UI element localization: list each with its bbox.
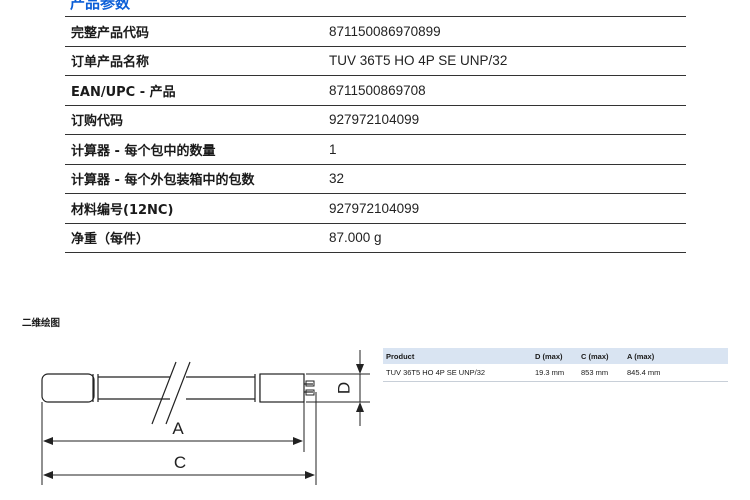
table-row: 完整产品代码 871150086970899 <box>65 17 686 47</box>
cell-a-max: 845.4 mm <box>624 364 728 382</box>
param-label: EAN/UPC - 产品 <box>65 75 323 106</box>
cell-c-max: 853 mm <box>578 364 624 382</box>
section-title: 产品参数 <box>70 0 131 12</box>
column-header-product: Product <box>383 348 532 364</box>
param-value: 871150086970899 <box>323 17 686 47</box>
cell-d-max: 19.3 mm <box>532 364 578 382</box>
param-label: 订购代码 <box>65 105 323 135</box>
column-header-a-max: A (max) <box>624 348 728 364</box>
param-label: 订单产品名称 <box>65 46 323 76</box>
param-label: 计算器 - 每个包中的数量 <box>65 134 323 165</box>
param-value: 927972104099 <box>323 105 686 135</box>
table-row: TUV 36T5 HO 4P SE UNP/32 19.3 mm 853 mm … <box>383 364 728 382</box>
cell-product: TUV 36T5 HO 4P SE UNP/32 <box>383 364 532 382</box>
table-row: 计算器 - 每个包中的数量 1 <box>65 134 686 165</box>
table-row: 材料编号(12NC) 927972104099 <box>65 193 686 224</box>
param-label: 净重（每件） <box>65 223 323 253</box>
table-top-rule <box>65 16 686 17</box>
param-value: 32 <box>323 164 686 194</box>
param-value: 8711500869708 <box>323 75 686 106</box>
table-row: EAN/UPC - 产品 8711500869708 <box>65 75 686 106</box>
drawing-title: 二维绘图 <box>22 318 61 329</box>
dimensions-table: Product D (max) C (max) A (max) TUV 36T5… <box>383 348 728 382</box>
product-params-table: 完整产品代码 871150086970899 订单产品名称 TUV 36T5 H… <box>65 17 686 253</box>
column-header-c-max: C (max) <box>578 348 624 364</box>
lamp-dimension-drawing: A C D <box>41 350 370 485</box>
lamp-tube <box>41 361 313 425</box>
table-row: 净重（每件） 87.000 g <box>65 223 686 253</box>
dimension-label-a: A <box>172 419 184 438</box>
param-value: 927972104099 <box>323 193 686 224</box>
column-header-d-max: D (max) <box>532 348 578 364</box>
param-label: 材料编号(12NC) <box>65 193 323 224</box>
dimension-label-c: C <box>174 453 186 472</box>
table-row: 订购代码 927972104099 <box>65 105 686 135</box>
param-label: 计算器 - 每个外包装箱中的包数 <box>65 164 323 194</box>
table-row: 计算器 - 每个外包装箱中的包数 32 <box>65 164 686 194</box>
table-row: 订单产品名称 TUV 36T5 HO 4P SE UNP/32 <box>65 46 686 76</box>
param-value: 87.000 g <box>323 223 686 253</box>
table-header-row: Product D (max) C (max) A (max) <box>383 348 728 364</box>
pin-end <box>305 380 315 396</box>
param-value: 1 <box>323 134 686 165</box>
dimension-lines <box>41 350 370 485</box>
dimension-label-d: D <box>334 382 353 394</box>
param-label: 完整产品代码 <box>65 17 323 47</box>
param-value: TUV 36T5 HO 4P SE UNP/32 <box>323 46 686 76</box>
